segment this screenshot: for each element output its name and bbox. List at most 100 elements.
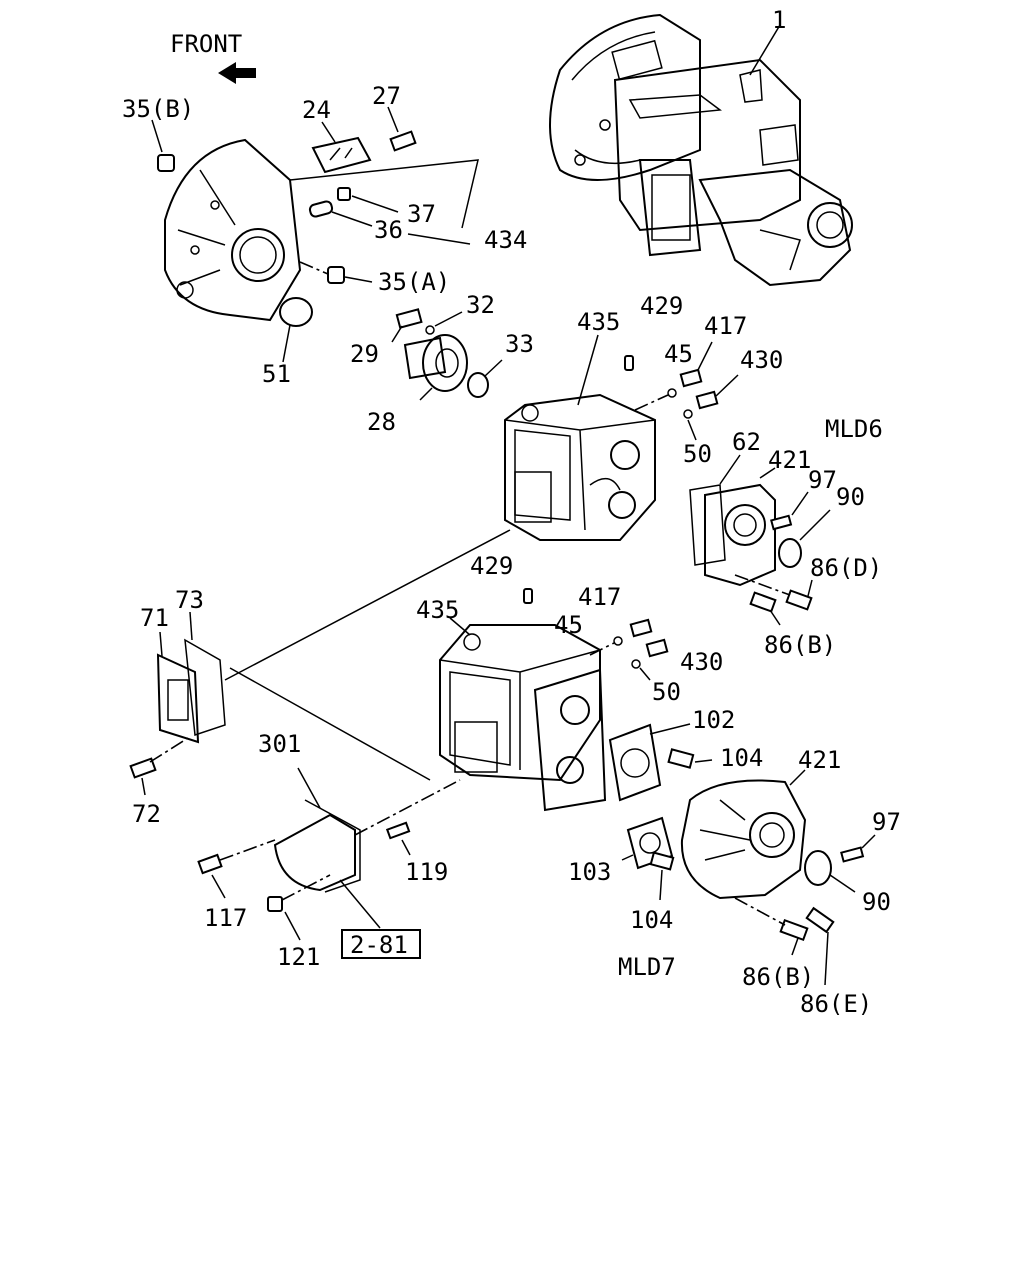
variant-label-mld6: MLD6 [825, 415, 883, 443]
callout-421b: 421 [798, 746, 841, 774]
part-117-bolt [197, 853, 223, 875]
callout-71: 71 [140, 604, 169, 632]
part-417b-bolt [629, 618, 653, 638]
callout-73: 73 [175, 586, 204, 614]
part-24-cover [311, 136, 372, 174]
variant-label-mld7: MLD7 [618, 953, 676, 981]
part-32-oring [425, 325, 435, 335]
callout-28: 28 [367, 408, 396, 436]
part-97a-stud [770, 514, 793, 531]
callout-86d: 86(D) [810, 554, 882, 582]
reference-box-label: 2-81 [350, 931, 408, 959]
part-45a-oring [667, 388, 677, 398]
part-104b-bolt [649, 851, 675, 871]
part-86b2-bolt [779, 918, 809, 942]
callout-37: 37 [407, 200, 436, 228]
front-label: FRONT [170, 30, 242, 58]
callout-50a: 50 [683, 440, 712, 468]
part-35a-nut [327, 266, 345, 284]
callout-104a: 104 [720, 744, 763, 772]
callout-102: 102 [692, 706, 735, 734]
callout-24: 24 [302, 96, 331, 124]
part-90b-seal [804, 850, 832, 886]
part-36-pin [308, 200, 334, 218]
callout-435a: 435 [577, 308, 620, 336]
callout-429b: 429 [470, 552, 513, 580]
callout-429a: 429 [640, 292, 683, 320]
part-104a-bolt [667, 748, 695, 769]
part-429b-plug [523, 588, 533, 604]
part-421a-rear-cover [704, 483, 776, 587]
part-429a-plug [624, 355, 634, 371]
part-73-gasket [184, 638, 226, 737]
callout-45a: 45 [664, 340, 693, 368]
callout-72: 72 [132, 800, 161, 828]
callout-36: 36 [374, 216, 403, 244]
callout-434: 434 [484, 226, 527, 254]
callout-90a: 90 [836, 483, 865, 511]
callout-119: 119 [405, 858, 448, 886]
callout-104b: 104 [630, 906, 673, 934]
callout-32: 32 [466, 291, 495, 319]
callout-417a: 417 [704, 312, 747, 340]
clutch-housing [164, 138, 302, 322]
part-71-side-cover [156, 653, 200, 744]
part-50a-oring [683, 409, 693, 419]
part-27-bolt [389, 130, 417, 152]
callout-97b: 97 [872, 808, 901, 836]
part-72-bolt [129, 757, 157, 779]
part-301-pto-cover [273, 799, 361, 893]
callout-435b: 435 [416, 596, 459, 624]
part-86e-bolt [805, 906, 835, 934]
callout-51: 51 [262, 360, 291, 388]
part-103-gasket [626, 816, 674, 870]
callout-29: 29 [350, 340, 379, 368]
part-86b1-bolt [749, 591, 777, 613]
transmission-case-mld6 [504, 393, 656, 541]
front-arrow-icon [218, 62, 256, 84]
part-430a-bolt [695, 390, 719, 410]
part-421b-rear-housing [680, 779, 807, 900]
callout-121: 121 [277, 943, 320, 971]
callout-45b: 45 [554, 611, 583, 639]
callout-417b: 417 [578, 583, 621, 611]
part-37-dowel [337, 187, 351, 201]
part-90a-seal [778, 538, 802, 568]
part-97b-stud [840, 846, 865, 863]
part-102-gasket [608, 723, 662, 802]
callout-35a: 35(A) [378, 268, 450, 296]
part-119-stud [385, 821, 411, 840]
callout-62: 62 [732, 428, 761, 456]
part-45b-oring [613, 636, 623, 646]
callout-86b1: 86(B) [764, 631, 836, 659]
callout-97a: 97 [808, 466, 837, 494]
callout-421a: 421 [768, 446, 811, 474]
callout-50b: 50 [652, 678, 681, 706]
part-35b-nut [157, 154, 175, 172]
transmission-case-mld7 [439, 624, 607, 812]
callout-1: 1 [772, 6, 786, 34]
callout-86b2: 86(B) [742, 963, 814, 991]
callout-86e: 86(E) [800, 990, 872, 1018]
callout-27: 27 [372, 82, 401, 110]
callout-103: 103 [568, 858, 611, 886]
part-50b-oring [631, 659, 641, 669]
callout-33: 33 [505, 330, 534, 358]
part-28-bearing-retainer [403, 334, 468, 392]
part-417a-bolt [679, 368, 703, 388]
callout-430a: 430 [740, 346, 783, 374]
part-86d-bolt [785, 589, 813, 611]
part-62-gasket [689, 484, 726, 566]
reference-box [341, 929, 421, 959]
callout-301: 301 [258, 730, 301, 758]
part-33-seal [467, 372, 489, 398]
part-121-nut [267, 896, 283, 912]
callout-117: 117 [204, 904, 247, 932]
part-51-plug [279, 297, 313, 327]
part-430b-bolt [645, 638, 669, 658]
callout-35b: 35(B) [122, 95, 194, 123]
callout-90b: 90 [862, 888, 891, 916]
callout-430b: 430 [680, 648, 723, 676]
part-29-bolt [395, 308, 423, 329]
